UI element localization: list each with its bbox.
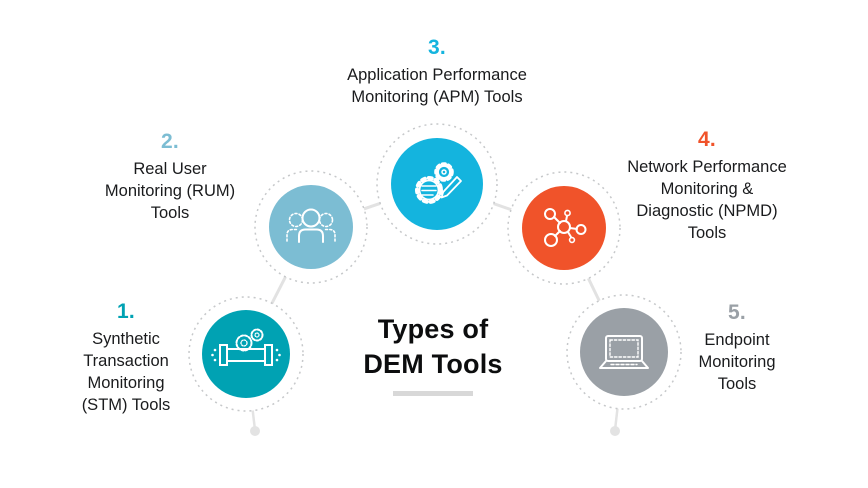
item-2-label-block: 2. Real User Monitoring (RUM) Tools xyxy=(80,130,260,225)
tail-dot-left xyxy=(250,426,260,436)
item-2-label: Real User Monitoring (RUM) Tools xyxy=(104,160,236,222)
circle-stm xyxy=(202,310,290,398)
item-1-label-block: 1. Synthetic Transaction Monitoring (STM… xyxy=(36,300,216,417)
circle-npmd xyxy=(522,186,606,270)
item-5-label-block: 5. Endpoint Monitoring Tools xyxy=(657,301,817,396)
item-3-label: Application Performance Monitoring (APM)… xyxy=(347,66,527,106)
item-1-number: 1. xyxy=(116,300,136,323)
tail-dot-right xyxy=(610,426,620,436)
item-4-label-block: 4. Network Performance Monitoring & Diag… xyxy=(607,128,807,245)
item-5-number: 5. xyxy=(727,301,747,324)
network-nodes-icon xyxy=(544,208,587,247)
item-1-label: Synthetic Transaction Monitoring (STM) T… xyxy=(81,330,171,414)
item-3-number: 3. xyxy=(427,36,447,59)
item-4-number: 4. xyxy=(697,128,717,151)
laptop-icon xyxy=(599,335,649,369)
item-4-label: Network Performance Monitoring & Diagnos… xyxy=(627,158,787,242)
users-icon xyxy=(286,208,336,243)
circle-endpoint xyxy=(580,308,668,396)
diagram-title: Types of DEM Tools xyxy=(363,314,503,380)
item-5-label: Endpoint Monitoring Tools xyxy=(698,331,776,393)
item-3-label-block: 3. Application Performance Monitoring (A… xyxy=(287,36,587,109)
title-underline xyxy=(393,391,473,397)
gear-pencil-icon xyxy=(415,162,462,204)
item-2-number: 2. xyxy=(160,130,180,153)
diagram-title-block: Types of DEM Tools xyxy=(333,312,533,397)
pipe-transaction-icon xyxy=(211,328,281,366)
